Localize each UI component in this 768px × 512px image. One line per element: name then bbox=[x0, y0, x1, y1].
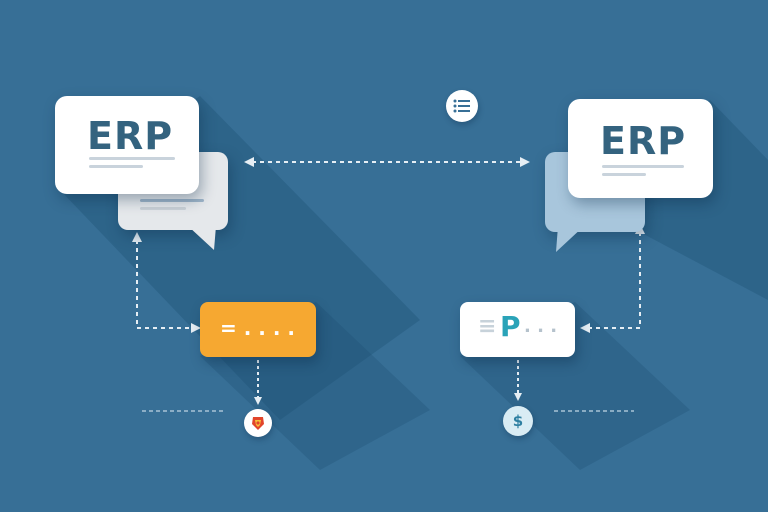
right-card-line-2 bbox=[602, 173, 646, 176]
top-arrow-right bbox=[520, 157, 530, 167]
left-arrow-right bbox=[191, 323, 201, 333]
left-erp-card: ERP bbox=[55, 96, 199, 194]
right-erp-card: ERP bbox=[568, 99, 713, 198]
top-arrow-left bbox=[244, 157, 254, 167]
right-erp-label: ERP bbox=[600, 119, 687, 163]
right-connector-line bbox=[588, 232, 641, 329]
right-card-line-1 bbox=[602, 165, 684, 168]
left-connector-line bbox=[136, 240, 194, 329]
coin-symbol: $ bbox=[512, 412, 524, 430]
shield-badge-icon bbox=[244, 409, 272, 437]
dollar-coin-icon: $ bbox=[503, 406, 533, 436]
left-erp-label: ERP bbox=[87, 114, 174, 158]
right-pill-prefix: ≡ bbox=[478, 314, 497, 339]
right-arrow-down bbox=[514, 393, 522, 401]
right-pill-suffix: . . . bbox=[524, 316, 558, 337]
left-arrow-up bbox=[132, 232, 142, 242]
list-icon bbox=[446, 90, 478, 122]
left-orange-pill: = . . . . bbox=[200, 302, 316, 357]
right-pill-letter: P bbox=[500, 310, 521, 343]
right-white-pill: ≡ P . . . bbox=[460, 302, 575, 357]
left-card-line-2 bbox=[89, 165, 143, 168]
left-arrow-down bbox=[254, 397, 262, 405]
right-card-shadow bbox=[570, 100, 768, 300]
left-card-line-1 bbox=[89, 157, 175, 160]
right-arrow-left bbox=[580, 323, 590, 333]
left-pill-label: = . . . . bbox=[220, 316, 295, 340]
